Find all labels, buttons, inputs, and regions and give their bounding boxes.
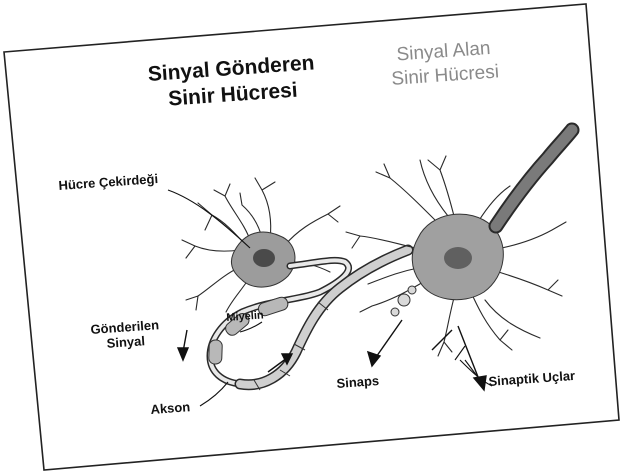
sending-nucleus <box>253 249 275 267</box>
label-synapse: Sinaps <box>336 373 380 391</box>
label-signal: Gönderilen Sinyal <box>90 317 161 352</box>
receiving-nucleus <box>444 247 472 269</box>
receiving-neuron-title: Sinyal Alan Sinir Hücresi <box>389 36 500 91</box>
label-axon: Akson <box>150 399 191 417</box>
